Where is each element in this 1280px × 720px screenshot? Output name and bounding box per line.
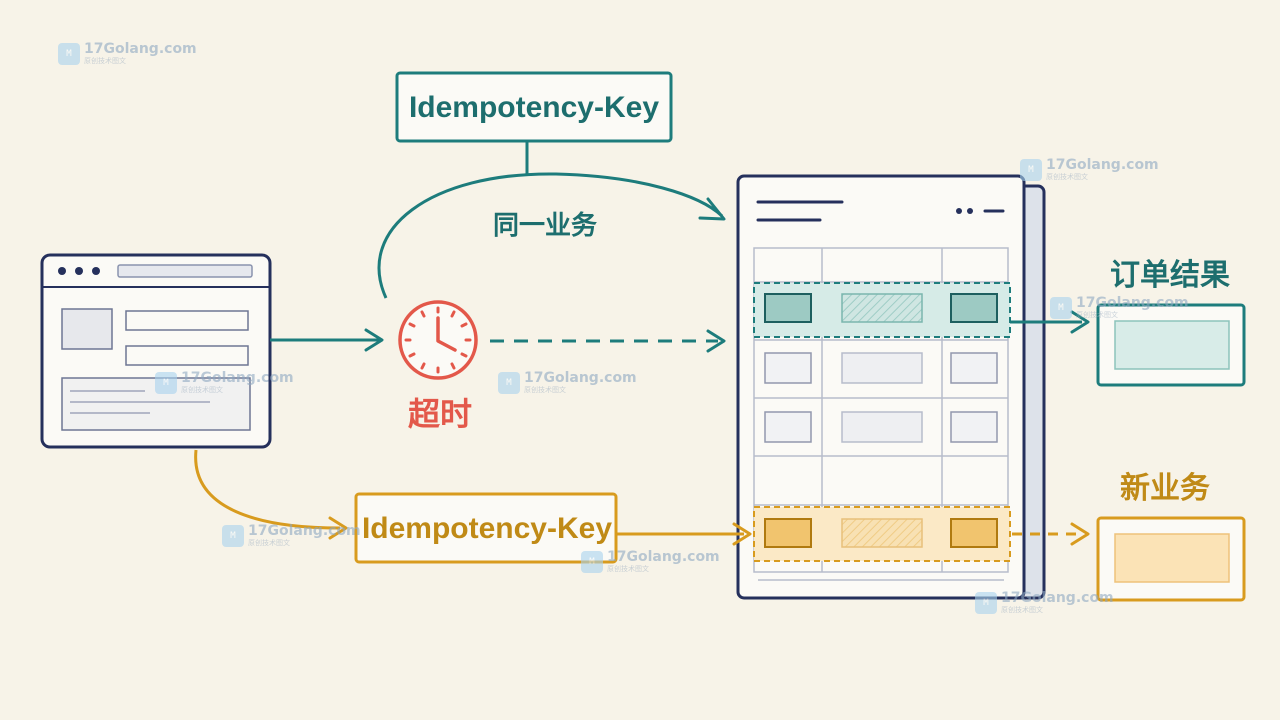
new-business-arrow xyxy=(1012,522,1090,546)
top-idempotency-key-label: Idempotency-Key xyxy=(409,91,659,124)
new-request-arrow xyxy=(194,449,348,540)
bottom-idempotency-key-box: Idempotency-Key xyxy=(354,492,618,564)
new-business-box xyxy=(1096,516,1246,602)
form-field xyxy=(125,345,249,366)
order-result-box xyxy=(1096,303,1246,387)
clock-icon xyxy=(398,300,478,380)
watermark-logo-icon: M xyxy=(222,524,244,547)
watermark-logo-icon: M xyxy=(58,42,80,65)
window-dot-icon xyxy=(75,267,83,275)
order-result-arrow xyxy=(1010,310,1090,334)
menu-dot-icon xyxy=(967,208,973,214)
table-row xyxy=(764,352,812,384)
table-row xyxy=(764,411,812,443)
watermark-logo-icon: M xyxy=(1050,296,1072,319)
bottom-idempotency-key-label: Idempotency-Key xyxy=(362,512,612,545)
watermark-logo-icon: M xyxy=(498,371,520,394)
order-result-label: 订单结果 xyxy=(1110,258,1230,293)
retry-dashed-arrow xyxy=(490,329,726,353)
same-business-arrow xyxy=(377,172,726,299)
watermark-logo-icon: M xyxy=(975,591,997,614)
server-panel xyxy=(736,174,1046,600)
watermark-logo-icon: M xyxy=(581,550,603,573)
client-browser-window xyxy=(40,253,272,449)
image-placeholder xyxy=(61,308,113,350)
address-bar xyxy=(117,264,253,278)
menu-dot-icon xyxy=(956,208,962,214)
window-dot-icon xyxy=(58,267,66,275)
bottom-key-arrow xyxy=(616,522,752,546)
form-field xyxy=(125,310,249,331)
top-idempotency-key-box: Idempotency-Key xyxy=(395,71,673,174)
timeout-label: 超时 xyxy=(408,395,472,433)
record-table xyxy=(753,247,1009,573)
watermark-logo-icon: M xyxy=(155,371,177,394)
same-business-label: 同一业务 xyxy=(493,211,597,241)
new-business-label: 新业务 xyxy=(1120,471,1210,506)
request-arrow xyxy=(270,328,384,352)
watermark-logo-icon: M xyxy=(1020,158,1042,181)
window-dot-icon xyxy=(92,267,100,275)
